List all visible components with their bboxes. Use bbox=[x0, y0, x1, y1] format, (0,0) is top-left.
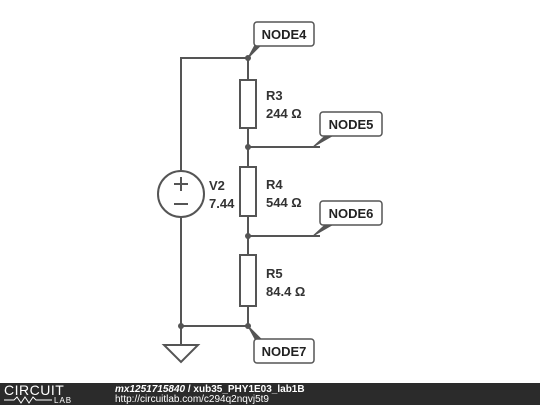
junction-node6 bbox=[245, 233, 251, 239]
node7-pointer bbox=[247, 325, 263, 340]
circuitlab-logo[interactable]: CIRCUIT LAB bbox=[0, 383, 95, 405]
node6-tag[interactable]: NODE6 bbox=[312, 200, 383, 237]
wire-top-left bbox=[180, 57, 248, 171]
node4-box bbox=[253, 21, 315, 47]
node5-box bbox=[319, 111, 383, 137]
node4-pointer bbox=[247, 44, 263, 59]
node7-box bbox=[253, 338, 315, 364]
node7-label: NODE7 bbox=[262, 344, 307, 359]
node7-tag[interactable]: NODE7 bbox=[247, 325, 315, 364]
node4-label: NODE4 bbox=[262, 27, 308, 42]
resistor-r4[interactable] bbox=[239, 166, 257, 217]
v2-name: V2 bbox=[209, 178, 225, 193]
r5-value: 84.4 Ω bbox=[266, 284, 305, 299]
node6-box bbox=[319, 200, 383, 226]
node5-tag[interactable]: NODE5 bbox=[312, 111, 383, 148]
node6-pointer bbox=[312, 224, 334, 237]
logo-text-bottom: LAB bbox=[54, 396, 73, 405]
r3-value: 244 Ω bbox=[266, 106, 302, 121]
v2-value: 7.44 bbox=[209, 196, 235, 211]
schematic-canvas: R3 244 Ω R4 544 Ω R5 84.4 Ω V2 7.44 NODE… bbox=[157, 21, 383, 364]
node4-tag[interactable]: NODE4 bbox=[247, 21, 315, 59]
r3-name: R3 bbox=[266, 88, 283, 103]
footer-title-line: mx1251715840 / xub35_PHY1E03_lab1B bbox=[115, 384, 305, 395]
voltage-source-body bbox=[157, 170, 205, 218]
node6-label: NODE6 bbox=[329, 206, 374, 221]
r4-value: 544 Ω bbox=[266, 195, 302, 210]
node5-pointer bbox=[312, 135, 334, 148]
footer-username[interactable]: mx1251715840 bbox=[115, 384, 186, 395]
logo-resistor-icon bbox=[4, 396, 52, 404]
logo-text-top: CIRCUIT bbox=[4, 382, 65, 398]
resistor-r5[interactable] bbox=[239, 254, 257, 307]
junction-ground bbox=[178, 323, 184, 329]
footer-url[interactable]: http://circuitlab.com/c294q2nqvj5t9 bbox=[115, 394, 269, 405]
node5-label: NODE5 bbox=[329, 117, 374, 132]
junction-node5 bbox=[245, 144, 251, 150]
voltage-source-v2[interactable] bbox=[157, 170, 205, 218]
ground-icon bbox=[161, 344, 201, 364]
resistor-r3[interactable] bbox=[239, 79, 257, 129]
footer-separator: / bbox=[185, 384, 194, 395]
r4-name: R4 bbox=[266, 177, 283, 192]
footer-bar: CIRCUIT LAB mx1251715840 / xub35_PHY1E03… bbox=[0, 383, 540, 405]
junctions bbox=[178, 55, 251, 329]
r5-name: R5 bbox=[266, 266, 283, 281]
footer-project-name[interactable]: xub35_PHY1E03_lab1B bbox=[193, 384, 305, 395]
